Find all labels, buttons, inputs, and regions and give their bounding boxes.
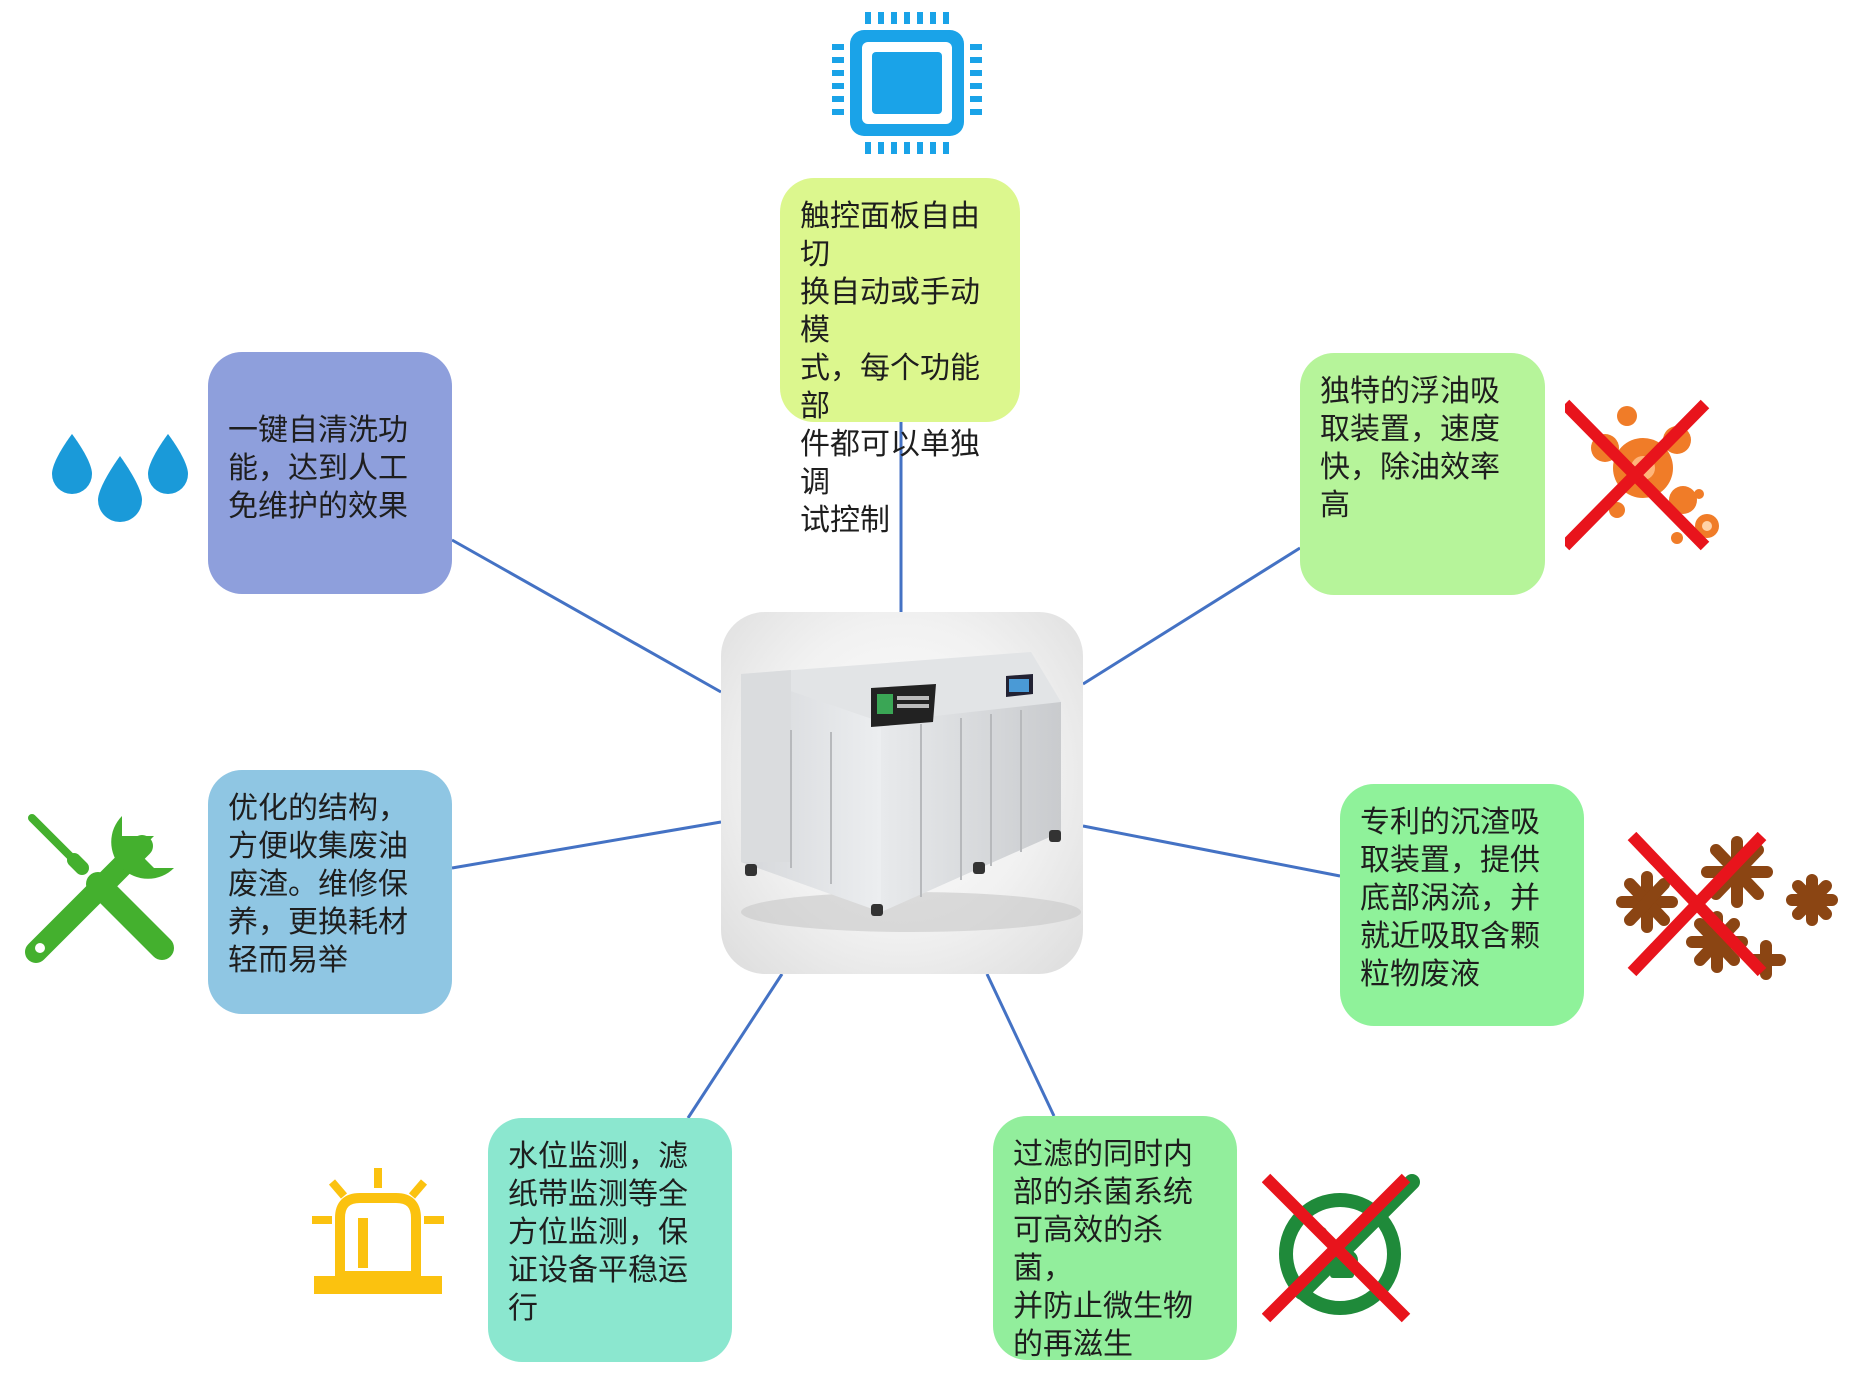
no-oil-droplets-icon — [1565, 399, 1719, 551]
connector-sediment — [1082, 824, 1341, 878]
connector-monitor — [686, 973, 784, 1119]
wrench-screwdriver-icon — [25, 814, 174, 963]
alarm-beacon-icon — [312, 1168, 444, 1294]
water-drops-icon — [52, 434, 188, 522]
machine-image — [721, 612, 1083, 974]
feature-box-monitor: 水位监测，滤 纸带监测等全 方位监测，保 证设备平稳运 行 — [488, 1118, 732, 1362]
connector-sterilize — [985, 973, 1056, 1117]
feature-box-oil: 独特的浮油吸 取装置，速度 快，除油效率 高 — [1300, 353, 1545, 595]
feature-box-selfclean: 一键自清洗功 能，达到人工 免维护的效果 — [208, 352, 452, 594]
connector-oil — [1082, 546, 1301, 686]
connector-maintenance — [451, 820, 722, 870]
feature-box-sediment: 专利的沉渣吸 取装置，提供 底部涡流，并 就近吸取含颗 粒物废液 — [1340, 784, 1584, 1026]
no-sediment-particles-icon — [1616, 832, 1838, 980]
feature-box-maintenance: 优化的结构， 方便收集废油 废渣。维修保 养，更换耗材 轻而易举 — [208, 770, 452, 1014]
feature-box-sterilize: 过滤的同时内 部的杀菌系统 可高效的杀菌， 并防止微生物 的再滋生 — [993, 1116, 1237, 1362]
connector-selfclean — [451, 538, 722, 694]
feature-box-control: 触控面板自由切 换自动或手动模 式，每个功能部 件都可以单独调 试控制 — [780, 178, 1020, 538]
chip-icon — [832, 12, 982, 154]
no-bacteria-icon — [1262, 1173, 1420, 1323]
